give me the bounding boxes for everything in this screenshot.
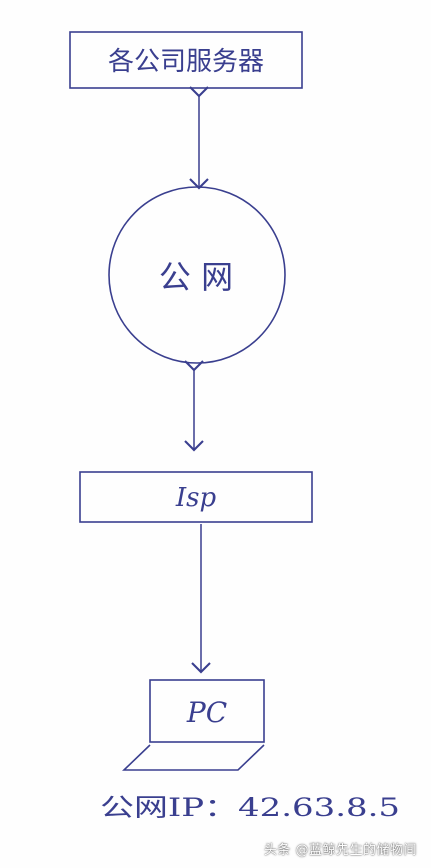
pc-laptop: PC — [122, 679, 265, 771]
isp-node: Isp — [79, 471, 313, 523]
internet-label: 公 网 — [159, 258, 233, 296]
laptop-screen — [149, 679, 265, 743]
watermark-text: 头条 @蓝鲸先生的储物间 — [263, 843, 417, 858]
servers-node: 各公司服务器 — [69, 31, 303, 89]
isp-label: Isp — [175, 483, 217, 513]
internet-node: 公 网 — [108, 186, 286, 364]
pc-label: PC — [186, 696, 227, 729]
servers-box — [69, 31, 303, 89]
public-ip-label: 公网IP：42.63.8.5 — [100, 793, 400, 822]
laptop-base — [122, 744, 265, 771]
servers-label: 各公司服务器 — [108, 47, 264, 77]
isp-box — [79, 471, 313, 523]
